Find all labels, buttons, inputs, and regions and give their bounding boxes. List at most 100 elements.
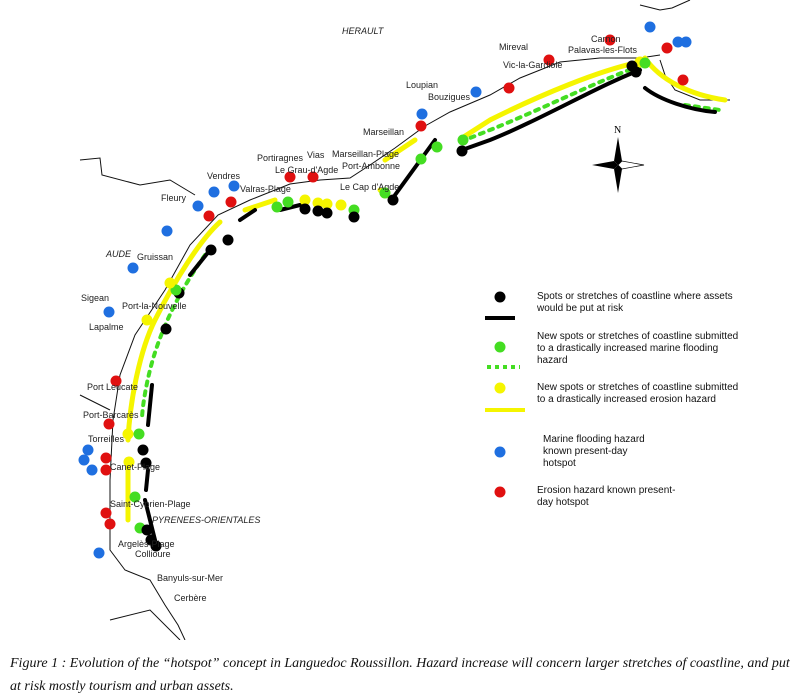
legend-item-erosion-increase: New spots or stretches of coastline subm… <box>537 382 739 405</box>
assets-at-risk-dot <box>348 211 360 223</box>
department-label: HERAULT <box>342 26 384 36</box>
place-label: Port-Ambonne <box>342 161 401 171</box>
assets-at-risk-dot <box>141 524 153 536</box>
legend-blue-dot <box>494 446 506 458</box>
assets-at-risk-dot <box>456 145 468 157</box>
flooding-increase-dot <box>415 153 427 165</box>
place-label: Loupian <box>406 80 439 90</box>
legend-red-dot <box>494 486 506 498</box>
legend-green-dot <box>494 341 506 353</box>
place-label: Le Cap d'Agde <box>340 182 400 192</box>
legend-item-flooding-hotspot: Marine flooding hazard known present-day… <box>543 434 645 469</box>
place-label: Port-la-Nouvelle <box>122 301 187 311</box>
erosion-hotspot-dot <box>677 74 689 86</box>
place-label: Marseillan-Plage <box>332 149 400 159</box>
flooding-hazard-stretch <box>140 64 722 422</box>
place-label: Palavas-les-Flots <box>568 45 638 55</box>
compass-north-label: N <box>614 125 622 136</box>
assets-at-risk-dot <box>222 234 234 246</box>
inland-border <box>79 394 111 411</box>
place-label: Banyuls-sur-Mer <box>157 573 224 583</box>
assets-at-risk-dot <box>205 244 217 256</box>
flooding-hotspot-dot <box>127 262 139 274</box>
erosion-increase-dot <box>123 456 135 468</box>
erosion-hotspot-dot <box>100 452 112 464</box>
erosion-hotspot-dot <box>661 42 673 54</box>
assets-at-risk-dot <box>630 66 642 78</box>
erosion-increase-dot <box>299 194 311 206</box>
flooding-hotspot-dot <box>192 200 204 212</box>
figure-caption: Figure 1 : Evolution of the “hotspot” co… <box>10 656 790 693</box>
inland-border <box>79 157 196 196</box>
assets-at-risk-dot <box>140 457 152 469</box>
place-label: Saint-Cyprien-Plage <box>110 499 191 509</box>
place-label: Portiragnes <box>257 153 304 163</box>
assets-at-risk-dot <box>137 444 149 456</box>
erosion-hotspot-dot <box>104 518 116 530</box>
legend-item-flooding-increase: New spots or stretches of coastline subm… <box>537 331 739 366</box>
flooding-increase-dot <box>431 141 443 153</box>
erosion-increase-dot <box>312 197 324 209</box>
inland-border <box>639 0 691 11</box>
flooding-increase-dot <box>133 428 145 440</box>
place-label: Bouzigues <box>428 92 471 102</box>
flooding-hotspot-dot <box>161 225 173 237</box>
flooding-hotspot-dot <box>416 108 428 120</box>
place-label: Gruissan <box>137 252 174 262</box>
erosion-hotspot-dot <box>110 375 122 387</box>
flooding-hotspot-dot <box>78 454 90 466</box>
flooding-hotspot-dot <box>680 36 692 48</box>
flooding-hotspot-dot <box>672 36 684 48</box>
assets-at-risk-dot <box>160 323 172 335</box>
place-label: Sigean <box>81 293 110 303</box>
flooding-hotspot-dot <box>93 547 105 559</box>
erosion-increase-dot <box>122 428 134 440</box>
place-label: Valras-Plage <box>240 184 291 194</box>
place-label: Mireval <box>499 42 529 52</box>
erosion-hotspot-dot <box>100 464 112 476</box>
place-label: Vic-la-Gardiole <box>503 60 563 70</box>
erosion-hotspot-dot <box>103 418 115 430</box>
department-label: AUDE <box>106 249 132 259</box>
place-label: Argelès-Plage <box>118 539 175 549</box>
flooding-hotspot-dot <box>470 86 482 98</box>
flooding-increase-dot <box>282 196 294 208</box>
erosion-hotspot-dot <box>415 120 427 132</box>
flooding-increase-dot <box>129 491 141 503</box>
legend-symbols <box>485 291 525 498</box>
erosion-hotspot-dot <box>100 507 112 519</box>
flooding-hotspot-dot <box>103 306 115 318</box>
place-label: Port-Barcarès <box>83 410 139 420</box>
assets-at-risk-dot <box>312 205 324 217</box>
flooding-hotspot-dot <box>208 186 220 198</box>
erosion-hotspot-dot <box>284 171 296 183</box>
flooding-hotspot-dot <box>82 444 94 456</box>
map-canvas <box>78 0 730 640</box>
place-label: Lapalme <box>89 322 124 332</box>
assets-at-risk-dot <box>387 194 399 206</box>
flooding-increase-dot <box>379 187 391 199</box>
erosion-hotspot-dot <box>307 171 319 183</box>
place-label: Fleury <box>161 193 187 203</box>
assets-at-risk-dot <box>321 207 333 219</box>
place-label: Vendres <box>207 171 241 181</box>
place-label: Le Grau-d'Agde <box>275 165 339 175</box>
flooding-hotspot-dot <box>86 464 98 476</box>
erosion-hotspot-dot <box>203 210 215 222</box>
erosion-hotspot-dot <box>503 82 515 94</box>
assets-at-risk-stretch <box>143 68 717 542</box>
legend-item-assets-at-risk: Spots or stretches of coastline where as… <box>537 291 733 314</box>
compass-rose-icon <box>592 137 645 193</box>
place-label: Carnon <box>591 34 621 44</box>
flooding-increase-dot <box>457 134 469 146</box>
place-label: Collioure <box>135 549 171 559</box>
department-label: PYRENEES-ORIENTALES <box>152 515 261 525</box>
place-label: Canet-Plage <box>110 462 161 472</box>
place-label: Torreilles <box>88 434 125 444</box>
legend-black-dot <box>494 291 506 303</box>
erosion-hotspot-dot <box>225 196 237 208</box>
flooding-hotspot-dot <box>228 180 240 192</box>
erosion-increase-dot <box>141 314 153 326</box>
erosion-increase-dot <box>335 199 347 211</box>
flooding-increase-dot <box>271 201 283 213</box>
